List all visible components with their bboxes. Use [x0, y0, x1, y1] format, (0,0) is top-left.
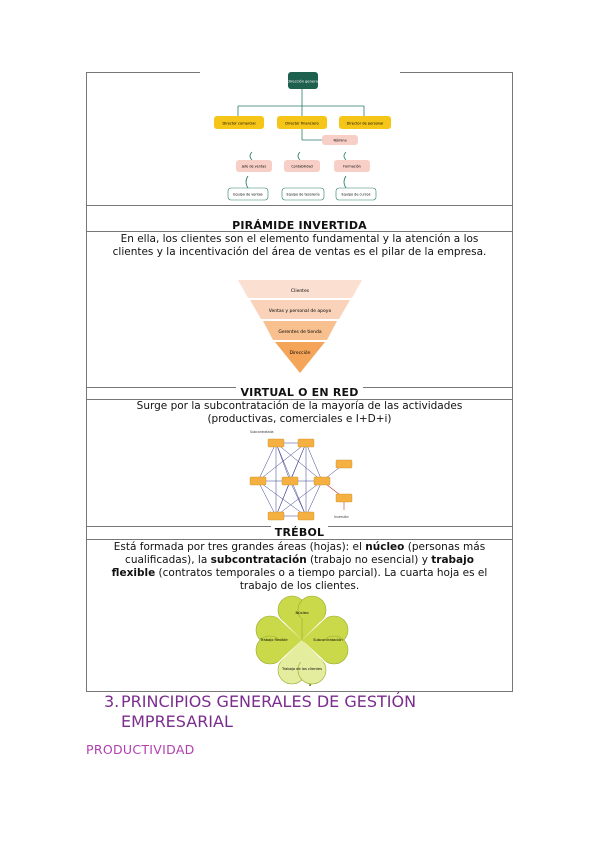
- clover-diagram: Núcleo Subcontratación Trabajo flexible …: [255, 595, 349, 687]
- clover-label: Trabajo flexible: [259, 638, 288, 642]
- network-node: [281, 476, 299, 486]
- network-node: [267, 511, 285, 521]
- org-level2-label: Director financiero: [285, 122, 318, 126]
- pyramid-layer-direction: [275, 342, 325, 373]
- section-heading: 3.PRINCIPIOS GENERALES DE GESTIÓN EMPRES…: [104, 692, 417, 731]
- network-node: [267, 438, 285, 448]
- subheading-productividad: PRODUCTIVIDAD: [86, 742, 195, 757]
- org-small-label: Nómina: [333, 139, 346, 143]
- org-level3-node: [284, 160, 320, 172]
- org-chart-diagram: Dirección general Director comercial Dir…: [200, 68, 400, 206]
- org-level2-label: Director de personal: [347, 122, 384, 126]
- org-level3-node: [334, 160, 370, 172]
- network-label-top: Subcontratada: [250, 430, 274, 434]
- org-top-label: Dirección general: [287, 80, 319, 84]
- org-level3-label: Formación: [343, 165, 361, 169]
- pyramid-label: Clientes: [291, 288, 310, 294]
- clover-label: Trabajo de los clientes: [281, 667, 322, 671]
- pyramid-label: Gerentes de tienda: [278, 329, 321, 335]
- inverted-description: En ella, los clientes son el elemento fu…: [112, 233, 487, 258]
- pyramid-label: Dirección: [289, 349, 310, 356]
- clover-leaf-flexible: [255, 615, 302, 665]
- org-level3-node: [236, 160, 272, 172]
- network-node: [335, 493, 353, 503]
- org-level4-node: [335, 187, 377, 201]
- divider: [86, 399, 513, 400]
- trebol-description: Está formada por tres grandes áreas (hoj…: [111, 541, 488, 592]
- org-level3-label: Contabilidad: [291, 165, 312, 169]
- network-node: [335, 459, 353, 469]
- org-level4-node: [281, 187, 325, 201]
- org-level2-node: [339, 116, 391, 129]
- divider: [86, 231, 513, 232]
- org-level4-label: Equipo de tesorería: [286, 193, 319, 197]
- org-level2-node: [277, 116, 327, 129]
- section-title-inverted: PIRÁMIDE INVERTIDA: [86, 219, 513, 232]
- network-node: [297, 511, 315, 521]
- clover-leaf-clients: [277, 640, 327, 685]
- org-level2-node: [214, 116, 264, 129]
- clover-label: Núcleo: [295, 610, 309, 615]
- pyramid-layer-sales: [250, 300, 350, 319]
- divider: [86, 539, 513, 540]
- inverted-pyramid-diagram: Clientes Ventas y personal de apoyo Gere…: [238, 280, 362, 373]
- clover-label: Subcontratación: [313, 638, 342, 642]
- network-diagram: Subcontratada Invers: [249, 430, 353, 521]
- clover-leaf-subcontracting: [302, 615, 349, 665]
- org-level4-label: Equipo de cursos: [341, 193, 370, 197]
- network-node: [249, 476, 267, 486]
- network-node: [313, 476, 331, 486]
- org-level4-label: Equipo de ventas: [233, 193, 263, 197]
- org-top-node: [288, 72, 318, 89]
- network-label-bottom: Inversión: [334, 515, 349, 519]
- virtual-description: Surge por la subcontratación de la mayor…: [136, 400, 463, 425]
- network-node: [297, 438, 315, 448]
- pyramid-layer-clients: [238, 280, 362, 298]
- org-small-node: [322, 135, 358, 145]
- org-level2-label: Director comercial: [222, 122, 255, 126]
- section-title-trebol: TRÉBOL: [86, 526, 513, 539]
- pyramid-layer-managers: [263, 321, 337, 340]
- section-title-virtual: VIRTUAL O EN RED: [86, 386, 513, 399]
- org-level3-label: Jefe de ventas: [241, 165, 266, 169]
- divider: [86, 205, 513, 206]
- org-level4-node: [227, 187, 269, 201]
- pyramid-label: Ventas y personal de apoyo: [269, 308, 332, 314]
